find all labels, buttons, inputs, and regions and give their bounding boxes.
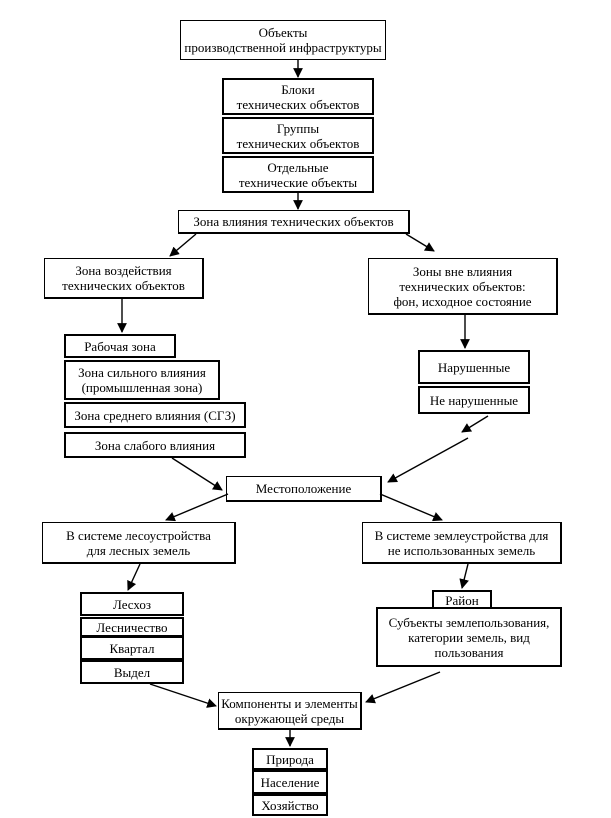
node-undisturbed: Не нарушенные [418,386,530,414]
node-outside-influence-zone: Зоны вне влияния технических объектов: ф… [368,258,558,315]
node-medium-influence-zone: Зона среднего влияния (СГЗ) [64,402,246,428]
arrow-plot-to-components [149,683,217,708]
node-population: Население [252,770,328,794]
node-working-zone: Рабочая зона [64,334,176,358]
arrow-zone-to-impact [169,233,197,257]
node-economy: Хозяйство [252,794,328,816]
node-impact-zone: Зона воздействия технических объектов [44,258,204,299]
arrow-land-to-district [459,563,469,589]
arrow-location-to-forest [165,493,229,522]
node-individual-objects: Отдельные технические объекты [222,156,374,193]
node-influence-zone: Зона влияния технических объектов [178,210,410,234]
arrow-undisturbed-down [461,415,489,433]
node-strong-influence-zone: Зона сильного влияния (промышленная зона… [64,360,220,400]
node-weak-influence-zone: Зона слабого влияния [64,432,246,458]
node-technical-groups: Группы технических объектов [222,117,374,154]
node-land-management-system: В системе землеустройства для не использ… [362,522,562,564]
node-plot: Выдел [80,660,184,684]
node-forest-management-system: В системе лесоустройства для лесных земе… [42,522,236,564]
node-environment-components: Компоненты и элементы окружающей среды [218,692,362,730]
node-land-users: Субъекты землепользования, категории зем… [376,607,562,667]
arrow-to-location-right [387,437,469,483]
node-disturbed: Нарушенные [418,350,530,384]
arrow-landusers-to-components [365,671,441,704]
node-technical-blocks: Блоки технических объектов [222,78,374,115]
arrow-forest-to-leskhoz [127,563,141,591]
arrow-weak-to-location [171,457,223,491]
node-leskhoz: Лесхоз [80,592,184,616]
node-infrastructure-objects: Объекты производственной инфраструктуры [180,20,386,60]
arrow-location-to-land [379,493,443,522]
node-quarter: Квартал [80,636,184,660]
node-nature: Природа [252,748,328,770]
arrow-zone-to-outside [405,233,435,252]
node-location: Местоположение [226,476,382,502]
